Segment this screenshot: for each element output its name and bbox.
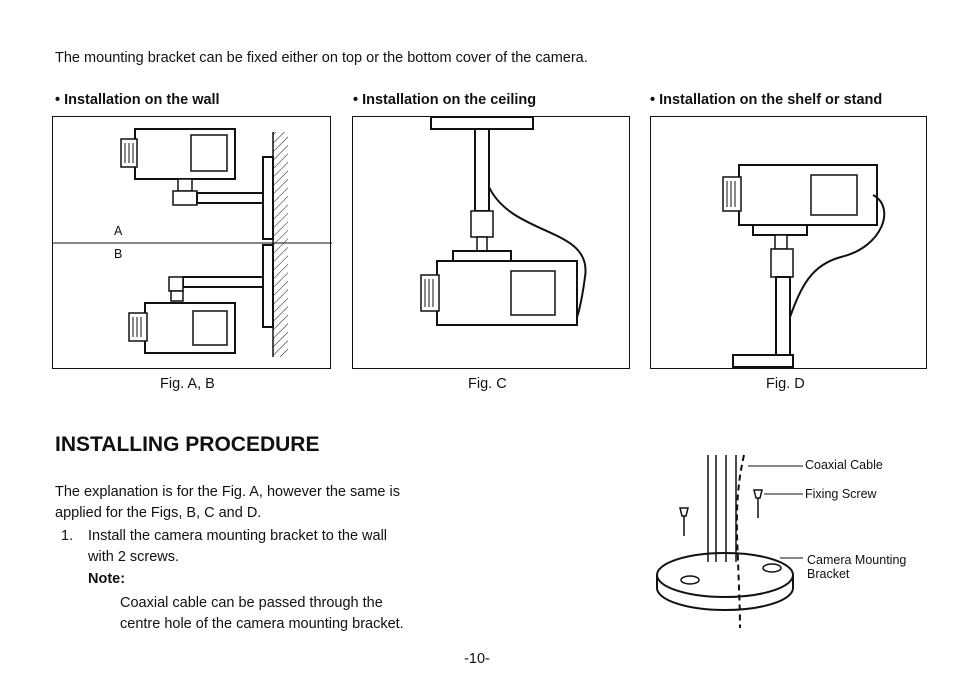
note-line-2: centre hole of the camera mounting brack… bbox=[120, 616, 404, 632]
label-mounting-line-1: Camera Mounting bbox=[807, 553, 907, 567]
explanation-line-2: applied for the Figs, B, C and D. bbox=[55, 505, 262, 521]
procedure-title: INSTALLING PROCEDURE bbox=[55, 433, 320, 456]
caption-fig-a-b: Fig. A, B bbox=[160, 376, 215, 392]
note-label: Note: bbox=[88, 571, 126, 587]
figure-d bbox=[650, 116, 927, 369]
fig-label-b: B bbox=[114, 247, 123, 261]
label-fixing-screw: Fixing Screw bbox=[805, 487, 877, 501]
page-number: -10- bbox=[464, 651, 490, 667]
section-title-wall: • Installation on the wall bbox=[55, 92, 220, 108]
ceiling-mount-illustration bbox=[420, 116, 587, 326]
bracket-detail-illustration bbox=[656, 454, 803, 629]
step-1-line-2: with 2 screws. bbox=[88, 549, 180, 565]
figure-a-b: A B bbox=[52, 116, 332, 369]
step-1-number: 1. bbox=[61, 528, 74, 544]
note-line-1: Coaxial cable can be passed through the bbox=[120, 595, 383, 611]
section-title-shelf: • Installation on the shelf or stand bbox=[650, 92, 883, 108]
wall-mount-illustration bbox=[53, 128, 332, 357]
label-mounting-line-2: Bracket bbox=[807, 567, 850, 581]
intro-text: The mounting bracket can be fixed either… bbox=[55, 50, 588, 66]
fig-label-a: A bbox=[114, 224, 123, 238]
figure-c bbox=[352, 116, 630, 369]
caption-fig-c: Fig. C bbox=[468, 376, 507, 392]
label-coaxial-cable: Coaxial Cable bbox=[805, 458, 883, 472]
step-1-line-1: Install the camera mounting bracket to t… bbox=[88, 528, 388, 544]
shelf-mount-illustration bbox=[722, 164, 886, 368]
bracket-detail-diagram: Coaxial Cable Fixing Screw Camera Mounti… bbox=[640, 450, 940, 640]
caption-fig-d: Fig. D bbox=[766, 376, 805, 392]
explanation-line-1: The explanation is for the Fig. A, howev… bbox=[55, 484, 400, 500]
section-title-ceiling: • Installation on the ceiling bbox=[353, 92, 537, 108]
